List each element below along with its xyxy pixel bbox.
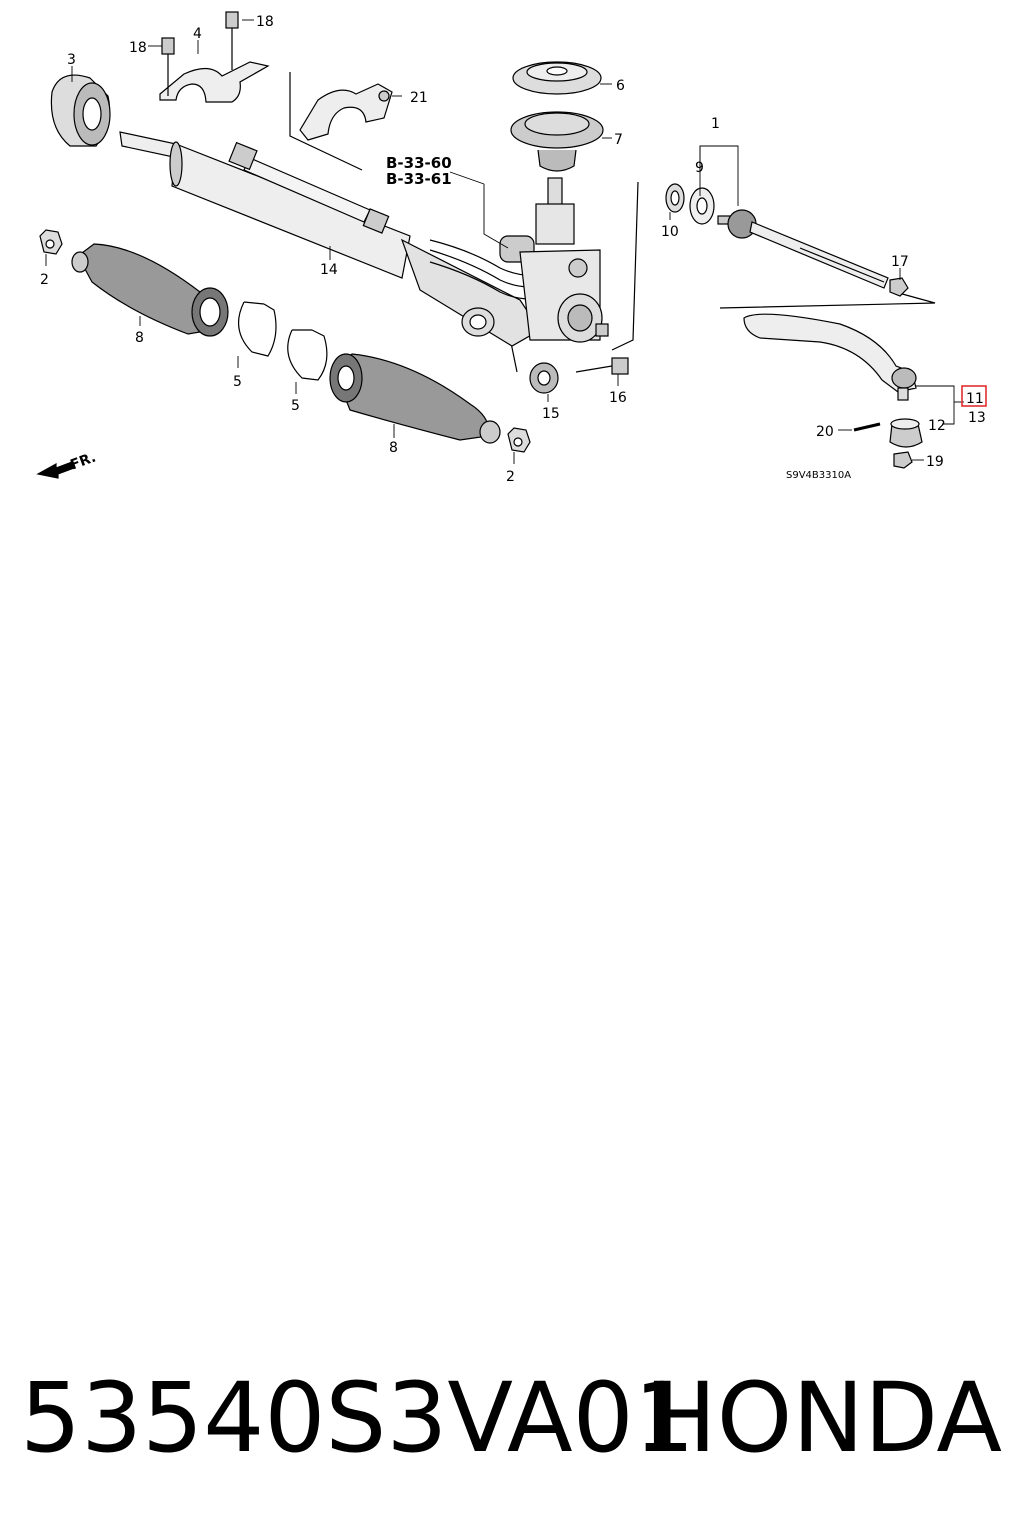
pinion-housing — [499, 177, 609, 343]
callout-label: 19 — [926, 454, 944, 470]
boot-clamp-left — [39, 229, 63, 255]
steering-rack-exploded-diagram: 1 2 2 3 4 5 5 6 7 8 8 9 10 11 12 13 14 1… — [36, 11, 987, 485]
callout-label: 12 — [928, 418, 946, 434]
drawing-code: S9V4B3310A — [786, 470, 851, 481]
boot-clamp-right — [507, 427, 531, 453]
callout-label: 7 — [614, 132, 623, 148]
callout-label: 6 — [616, 78, 625, 94]
steering-boot-left — [71, 243, 229, 337]
part-number: 53540S3VA01 — [20, 1362, 695, 1474]
callout-label: 4 — [193, 26, 202, 42]
brand-name: HONDA — [644, 1362, 1002, 1474]
boundary-line-left — [289, 72, 363, 171]
reference-label: B-33-61 — [386, 170, 452, 188]
rack-bracket-right-part — [299, 83, 393, 141]
cotter-pin-part — [853, 422, 881, 432]
callout-label: 2 — [40, 272, 49, 288]
callout-label-highlighted[interactable]: 11 — [966, 391, 984, 407]
callout-label: 14 — [320, 262, 338, 278]
callout-label: 16 — [609, 390, 627, 406]
callout-label: 1 — [711, 116, 720, 132]
callout-label: 13 — [968, 410, 986, 426]
highlight-box — [961, 385, 987, 407]
leader-lines — [45, 19, 964, 464]
callout-label: 2 — [506, 469, 515, 485]
boot-band-right — [287, 329, 328, 381]
boundary-line-tie-rod — [719, 291, 936, 309]
callout-label: 15 — [542, 406, 560, 422]
reference-label: B-33-60 — [386, 154, 452, 172]
steering-boot-right — [329, 353, 501, 444]
mount-bushing-part — [529, 362, 559, 394]
callout-label: 9 — [695, 160, 704, 176]
mount-bolt-part — [575, 357, 629, 375]
callout-label: 20 — [816, 424, 834, 440]
callout-label: 21 — [410, 90, 428, 106]
steering-rack-body — [119, 131, 561, 347]
tie-rod-end-part — [743, 313, 917, 401]
rack-bracket-part — [159, 11, 270, 103]
callout-label: 8 — [389, 440, 398, 456]
lock-ring-part — [665, 183, 685, 213]
callout-label: 8 — [135, 330, 144, 346]
callout-label: 18 — [129, 40, 147, 56]
rack-bushing-part — [50, 74, 111, 147]
callout-label: 3 — [67, 52, 76, 68]
callout-label: 5 — [233, 374, 242, 390]
tie-rod-nut-part — [889, 277, 909, 297]
boundary-line-right — [611, 181, 639, 351]
front-marker-label: FR. — [68, 450, 98, 474]
lower-mount-part — [510, 111, 604, 172]
callout-label: 18 — [256, 14, 274, 30]
callout-label: 10 — [661, 224, 679, 240]
lock-washer-part — [689, 187, 715, 225]
castle-nut-part — [893, 451, 913, 469]
callout-label: 17 — [891, 254, 909, 270]
front-arrow-icon — [36, 461, 75, 479]
ball-joint-boot-part — [889, 418, 923, 448]
upper-mount-part — [512, 61, 602, 95]
callout-label: 5 — [291, 398, 300, 414]
boot-band-left — [237, 301, 277, 357]
tie-rod-part — [717, 209, 889, 289]
